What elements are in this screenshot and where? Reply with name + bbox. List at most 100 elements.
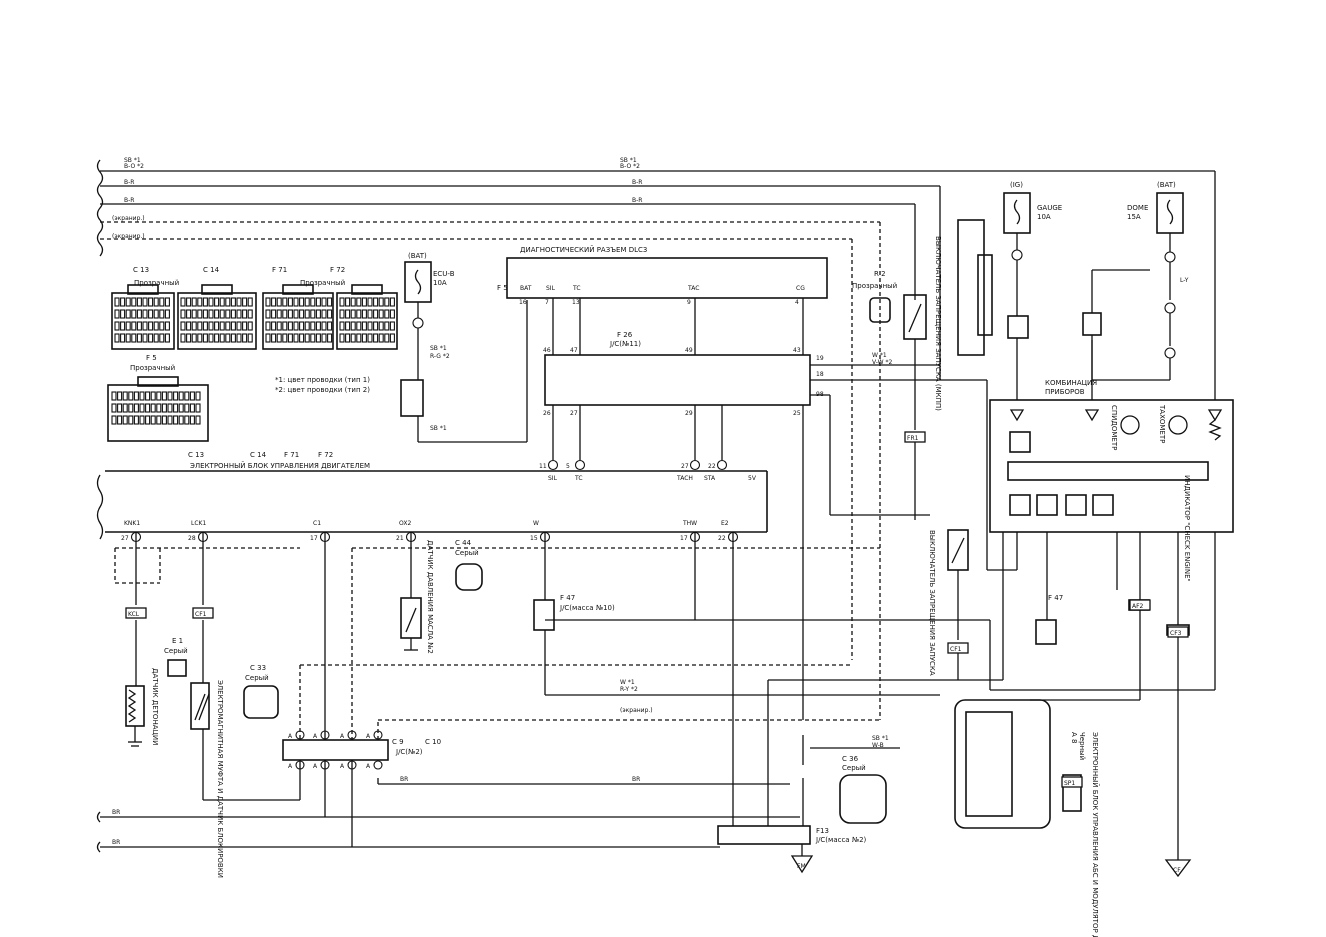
connector-pin: [247, 309, 253, 319]
connector-pin: [378, 309, 384, 319]
connector-pin: [299, 309, 305, 319]
connector-pin: [180, 333, 186, 343]
connector-pin: [122, 391, 128, 401]
label-sb-ecu: SB *1: [430, 345, 447, 352]
connector-pin: [139, 391, 145, 401]
connector-pin: [214, 297, 220, 307]
label-sb-ecu2: SB *1: [430, 425, 447, 432]
jc11-bottom-pin: 25: [793, 410, 801, 417]
dlc3-pin-number: 16: [519, 299, 527, 306]
connector-pin: [167, 391, 173, 401]
connector-pin: [327, 333, 333, 343]
connector-pin: [315, 309, 321, 319]
connector-pin: [242, 321, 248, 331]
label-ig: (IG): [1010, 181, 1023, 189]
connector-pin: [195, 415, 201, 425]
connector-pin: [148, 309, 154, 319]
connector-pin: [120, 321, 126, 331]
connector-pin: [230, 297, 236, 307]
connector-pin: [225, 333, 231, 343]
label-transparent-r2: Прозрачный: [852, 282, 897, 290]
connector-pin: [242, 309, 248, 319]
label-f5-dlc: F 5: [497, 284, 508, 292]
wire-label-shield-2: (экранир.): [112, 233, 145, 240]
connector-pin: [139, 403, 145, 413]
connector-pin: [133, 403, 139, 413]
connector-pin: [225, 321, 231, 331]
connector-pin: [208, 297, 214, 307]
connector-pin: [373, 309, 379, 319]
connector-pin: [153, 297, 159, 307]
connector-pin: [114, 321, 120, 331]
label-rg-ecu: R-G *2: [430, 353, 450, 360]
connector-pin: [128, 391, 134, 401]
label-c14: C 14: [203, 266, 220, 274]
connector-pin: [350, 321, 356, 331]
connector-pin: [315, 321, 321, 331]
connector-pin: [378, 297, 384, 307]
gauge-fuse: [1003, 192, 1031, 400]
connector-pin: [389, 309, 395, 319]
label-a8: A 8: [1070, 732, 1078, 743]
connector-pin: [219, 297, 225, 307]
connector-pin: [265, 309, 271, 319]
label-vw-right: V-W *2: [872, 359, 893, 366]
connector-pin: [164, 321, 170, 331]
connector-id-box: [947, 642, 969, 654]
label-wr-right: W *1: [872, 352, 887, 359]
connector-pin: [184, 391, 190, 401]
connector-pin: [164, 309, 170, 319]
connector-pin: [167, 403, 173, 413]
c44-connector: [455, 563, 483, 591]
connector-pin: [299, 297, 305, 307]
connector-pin: [384, 297, 390, 307]
left-break-marks: [96, 159, 104, 853]
note-1: *1: цвет проводки (тип 1): [275, 376, 370, 384]
dlc3-pin-number: 9: [687, 299, 691, 306]
label-f47-left: F 47: [560, 594, 575, 602]
connector-pin: [327, 297, 333, 307]
connector-pin: [195, 391, 201, 401]
connector-id-box: [192, 607, 214, 619]
label-br-gnd3: BR: [400, 776, 408, 783]
connector-pin: [122, 403, 128, 413]
e1-connector: [167, 659, 187, 677]
connector-pin: [304, 309, 310, 319]
right-wires: [545, 532, 1216, 878]
connector-f71-picture: [262, 284, 334, 350]
dlc3-title: ДИАГНОСТИЧЕСКИЙ РАЗЪЕМ DLC3: [520, 245, 647, 254]
connector-pin: [145, 403, 151, 413]
connector-pin: [389, 321, 395, 331]
connector-pin: [161, 415, 167, 425]
label-jc2: J/C(№2): [395, 748, 423, 756]
connector-c13-picture: [111, 284, 175, 350]
label-dome: DOME: [1127, 204, 1148, 212]
connector-pin: [117, 391, 123, 401]
connector-pin: [150, 391, 156, 401]
jc11-side-pin: 18: [816, 371, 824, 378]
connector-pin: [356, 333, 362, 343]
ecm-bottom-pin-tag: W: [533, 520, 539, 527]
connector-pin: [310, 321, 316, 331]
connector-pin: [287, 333, 293, 343]
connector-id-label: CF1: [195, 611, 207, 618]
label-gnd-fm: FM: [797, 863, 806, 870]
label-jc11: J/C(№11): [609, 340, 641, 348]
connector-pin: [361, 309, 367, 319]
connector-pin: [339, 321, 345, 331]
label-c44: C 44: [455, 539, 472, 547]
ground-junction-f13: [717, 825, 814, 874]
connector-pin: [247, 321, 253, 331]
connector-pin: [242, 333, 248, 343]
connector-pin: [202, 321, 208, 331]
connector-pin: [120, 333, 126, 343]
c36-connector: [839, 774, 887, 824]
connector-pin: [304, 333, 310, 343]
label-r2: R 2: [874, 270, 886, 278]
wire-label-sb1-mid: SB *1: [620, 157, 637, 164]
connector-pin: [145, 391, 151, 401]
connector-pin: [161, 403, 167, 413]
connector-pin: [159, 333, 165, 343]
